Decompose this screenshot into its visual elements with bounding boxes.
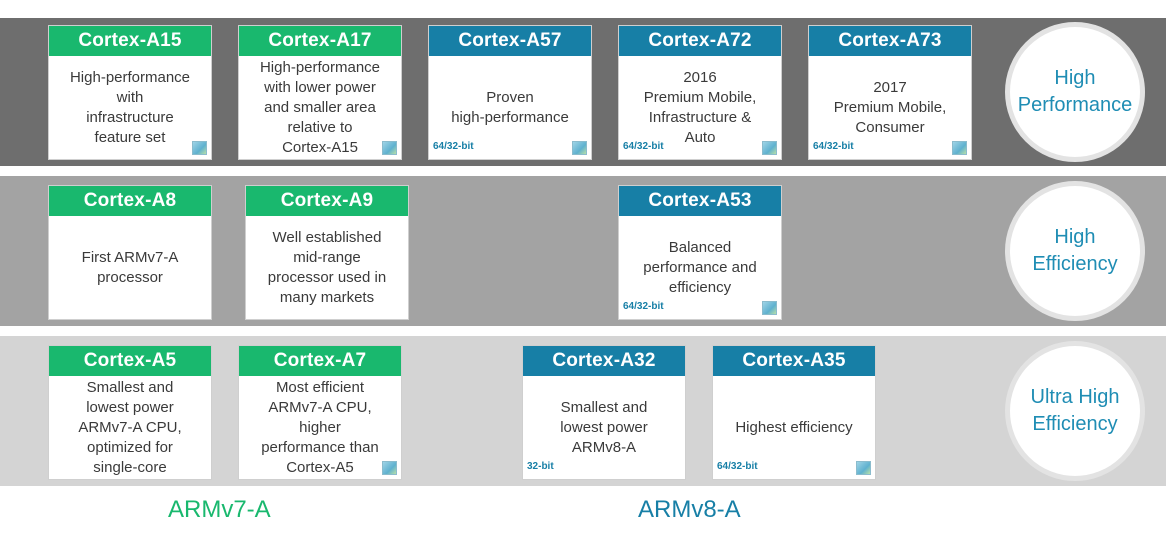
card-description: 2016 Premium Mobile, Infrastructure & Au… (643, 68, 757, 146)
bit-width-label: 32-bit (527, 461, 554, 472)
chip-icon (382, 141, 397, 155)
architecture-label-armv7: ARMv7-A (168, 496, 271, 523)
card-title: Cortex-A72 (619, 26, 781, 56)
card-description: Balanced performance and efficiency (643, 238, 757, 296)
card-title: Cortex-A15 (49, 26, 211, 56)
bit-width-label: 64/32-bit (623, 301, 664, 312)
card-cortex-a57: Cortex-A57 Proven high-performance 64/32… (428, 25, 592, 160)
card-title: Cortex-A5 (49, 346, 211, 376)
card-description: Highest efficiency (735, 418, 853, 436)
card-description: High-performance with lower power and sm… (259, 58, 381, 156)
chip-icon (762, 301, 777, 315)
card-cortex-a9: Cortex-A9 Well established mid-range pro… (245, 185, 409, 320)
card-title: Cortex-A17 (239, 26, 401, 56)
bit-width-label: 64/32-bit (433, 141, 474, 152)
card-title: Cortex-A7 (239, 346, 401, 376)
card-cortex-a53: Cortex-A53 Balanced performance and effi… (618, 185, 782, 320)
card-cortex-a8: Cortex-A8 First ARMv7-A processor (48, 185, 212, 320)
card-cortex-a35: Cortex-A35 Highest efficiency 64/32-bit (712, 345, 876, 480)
chip-icon (572, 141, 587, 155)
bit-width-label: 64/32-bit (623, 141, 664, 152)
card-cortex-a15: Cortex-A15 High-performance with infrast… (48, 25, 212, 160)
card-description: Smallest and lowest power ARMv8-A (560, 398, 648, 456)
card-description: Most efficient ARMv7-A CPU, higher perfo… (261, 378, 379, 476)
card-cortex-a72: Cortex-A72 2016 Premium Mobile, Infrastr… (618, 25, 782, 160)
card-title: Cortex-A35 (713, 346, 875, 376)
card-cortex-a32: Cortex-A32 Smallest and lowest power ARM… (522, 345, 686, 480)
card-description: First ARMv7-A processor (81, 248, 179, 286)
card-title: Cortex-A57 (429, 26, 591, 56)
chip-icon (192, 141, 207, 155)
chip-icon (856, 461, 871, 475)
chip-icon (382, 461, 397, 475)
card-description: Proven high-performance (451, 88, 569, 126)
card-description: High-performance with infrastructure fea… (69, 68, 191, 146)
card-title: Cortex-A9 (246, 186, 408, 216)
chip-icon (952, 141, 967, 155)
card-title: Cortex-A73 (809, 26, 971, 56)
card-cortex-a7: Cortex-A7 Most efficient ARMv7-A CPU, hi… (238, 345, 402, 480)
card-cortex-a73: Cortex-A73 2017 Premium Mobile, Consumer… (808, 25, 972, 160)
architecture-label-armv8: ARMv8-A (638, 496, 741, 523)
bit-width-label: 64/32-bit (813, 141, 854, 152)
card-title: Cortex-A32 (523, 346, 685, 376)
card-title: Cortex-A8 (49, 186, 211, 216)
card-cortex-a17: Cortex-A17 High-performance with lower p… (238, 25, 402, 160)
card-title: Cortex-A53 (619, 186, 781, 216)
card-description: 2017 Premium Mobile, Consumer (833, 78, 947, 136)
bit-width-label: 64/32-bit (717, 461, 758, 472)
card-description: Well established mid-range processor use… (267, 228, 387, 306)
card-cortex-a5: Cortex-A5 Smallest and lowest power ARMv… (48, 345, 212, 480)
card-description: Smallest and lowest power ARMv7-A CPU, o… (78, 378, 182, 476)
chip-icon (762, 141, 777, 155)
